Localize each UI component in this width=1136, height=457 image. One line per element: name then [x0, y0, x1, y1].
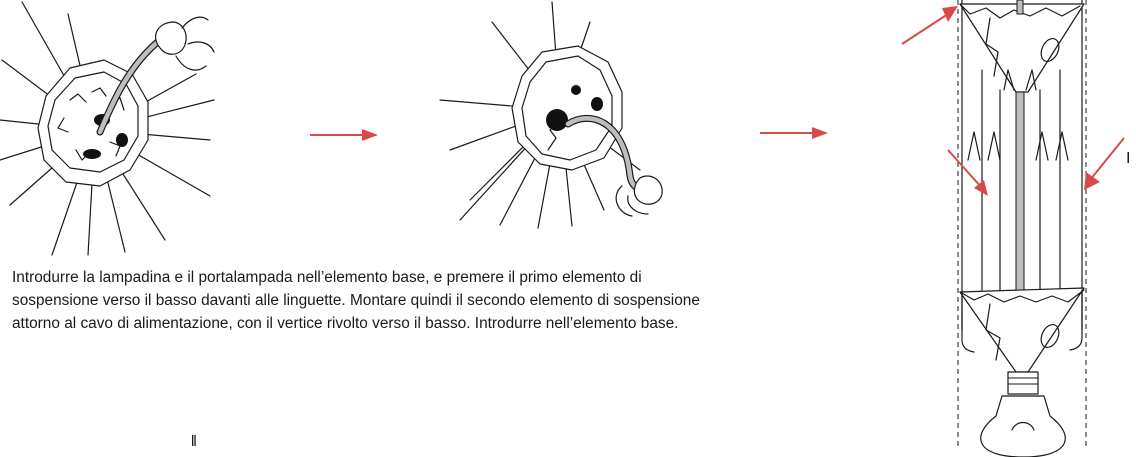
arrow-right-icon	[760, 127, 828, 139]
page-mark: ll	[191, 433, 197, 450]
step3-assembly-illustration	[901, 0, 1125, 457]
arrow-right-icon	[310, 129, 378, 141]
instruction-text: Introdurre la lampadina e il portalampad…	[12, 269, 700, 332]
side-mark: I	[1126, 150, 1131, 167]
step1-illustration	[0, 1, 215, 256]
step2-illustration	[439, 1, 663, 229]
pointer-arrow-icon	[901, 6, 958, 45]
